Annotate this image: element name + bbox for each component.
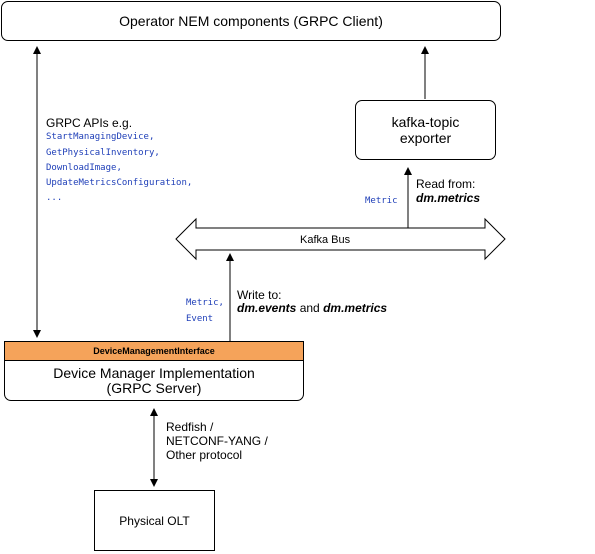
read-topic-label: dm.metrics [416,191,481,205]
metric-event-label-1: Metric, [186,298,224,308]
exporter-label-line2: exporter [399,130,452,146]
grpc-api-item: UpdateMetricsConfiguration, [46,178,193,188]
grpc-api-item: StartManagingDevice, [46,132,155,142]
dm-implementation-box: Device Manager Implementation (GRPC Serv… [4,360,304,401]
grpc-api-item: ... [46,193,63,203]
grpc-api-item: DownloadImage, [46,163,122,173]
dmi-header-label: DeviceManagementInterface [93,346,215,356]
write-topic-events: dm.events [237,301,297,315]
metric-event-label-2: Event [186,314,214,324]
exporter-box: kafka-topic exporter [355,100,496,160]
write-topic-metrics: dm.metrics [323,301,388,315]
grpc-api-item: GetPhysicalInventory, [46,148,160,158]
protocol-label-1: Redfish / [166,420,214,434]
read-from-label: Read from: [416,177,476,191]
metric-small-label: Metric [365,196,398,206]
write-topics-label: dm.events and dm.metrics [237,301,387,316]
write-and: and [299,301,320,315]
physical-olt-box: Physical OLT [94,490,215,551]
protocol-label-2: NETCONF-YANG / [166,434,268,448]
exporter-label-line1: kafka-topic [391,114,460,130]
dmi-header: DeviceManagementInterface [4,341,304,361]
protocol-label-3: Other protocol [166,448,243,462]
write-to-label: Write to: [237,288,282,302]
physical-olt-label: Physical OLT [119,513,190,528]
dm-implementation-label-line1: Device Manager Implementation [53,364,255,381]
nem-client-label: Operator NEM components (GRPC Client) [119,13,383,29]
grpc-apis-title: GRPC APIs e.g. [46,116,133,130]
dm-implementation-label-line2: (GRPC Server) [106,379,202,396]
kafka-bus-arrow [175,217,506,261]
kafka-bus-label: Kafka Bus [300,234,351,246]
nem-client-box: Operator NEM components (GRPC Client) [1,1,501,41]
